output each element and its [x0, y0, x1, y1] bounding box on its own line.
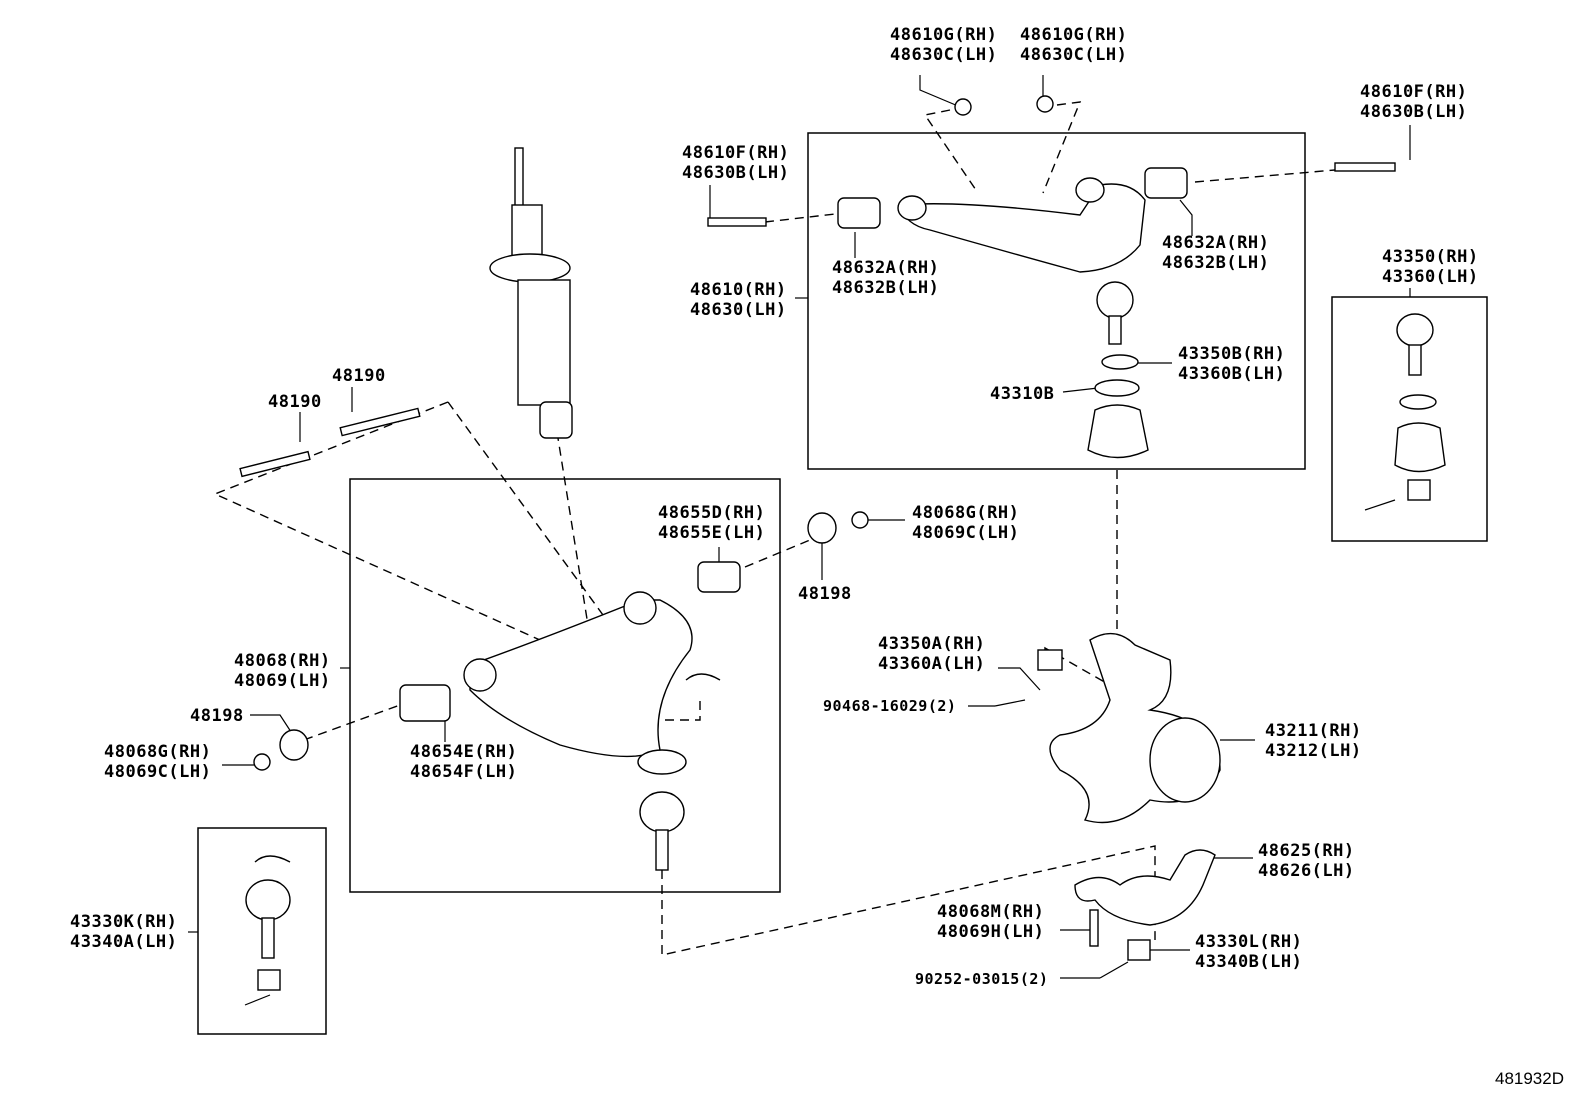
part-number-lh: 43340B(LH)	[1195, 952, 1303, 972]
part-number-lh: 48655E(LH)	[658, 523, 766, 543]
label-lower-arm-assy: 48068(RH)48069(LH)	[234, 651, 331, 691]
part-number-rh: 43211(RH)	[1265, 721, 1362, 741]
nut1-guide-line	[923, 109, 979, 194]
part-number-rh: 48625(RH)	[1258, 841, 1355, 861]
label-upper-arm-bolt-left: 48610F(RH)48630B(LH)	[682, 143, 789, 183]
steering-knuckle-icon	[1049, 632, 1221, 824]
label-cam-bolt-2: 48190	[332, 366, 386, 386]
label-knuckle-arm: 48625(RH)48626(LH)	[1258, 841, 1355, 881]
label-cam-plate-right: 48198	[798, 584, 852, 604]
part-number-lh: 48632B(LH)	[832, 278, 940, 298]
label-lower-ball-joint-assy: 43330K(RH)43340A(LH)	[70, 912, 177, 952]
part-number-rh: 43330L(RH)	[1195, 932, 1303, 952]
part-number-lh: 43360B(LH)	[1178, 364, 1286, 384]
leader	[919, 75, 959, 107]
part-number-lh: 48630C(LH)	[890, 45, 998, 65]
part-number-lh: 48069(LH)	[234, 671, 331, 691]
label-cotter-pin-lower: 90252-03015(2)	[915, 970, 1049, 988]
label-cam-plate-left: 48198	[190, 706, 244, 726]
part-number-rh: 48068M(RH)	[937, 902, 1045, 922]
label-knuckle-arm-bolt: 48068M(RH)48069H(LH)	[937, 902, 1044, 942]
nut-icon	[253, 95, 1054, 771]
label-upper-ball-joint-assy: 43350(RH)43360(LH)	[1382, 247, 1479, 287]
label-cam-bolt-1: 48190	[268, 392, 322, 412]
shock-absorber-icon	[489, 147, 573, 439]
part-number-rh: 48655D(RH)	[658, 503, 766, 523]
part-number-rh: 48632A(RH)	[832, 258, 940, 278]
label-cotter-pin-upper: 90468-16029(2)	[823, 697, 957, 715]
front-bushing-guide-line	[744, 539, 811, 568]
part-number-rh: 43350B(RH)	[1178, 344, 1286, 364]
label-upper-arm-assy: 48610(RH)48630(LH)	[690, 280, 787, 320]
part-number-lh: 43360A(LH)	[878, 654, 986, 674]
leader	[1062, 387, 1099, 393]
label-lower-bushing-front: 48655D(RH)48655E(LH)	[658, 503, 765, 543]
part-number-lh: 48069C(LH)	[912, 523, 1020, 543]
cam-bolt-guide-line-2	[447, 401, 604, 616]
lower-arm-icon	[463, 591, 693, 775]
part-number-rh: 43350A(RH)	[878, 634, 986, 654]
label-lower-arm-nut-right: 48068G(RH)48069C(LH)	[912, 503, 1019, 543]
upper-arm-group-box	[807, 132, 1306, 470]
part-number-rh: 48610G(RH)	[1020, 25, 1128, 45]
part-number-lh: 48630C(LH)	[1020, 45, 1128, 65]
part-number-lh: 48630B(LH)	[682, 163, 790, 183]
ball-joint-icon	[245, 281, 1446, 991]
part-number-lh: 48654F(LH)	[410, 762, 518, 782]
part-number-lh: 48630B(LH)	[1360, 102, 1468, 122]
bolt-left-guide-line	[764, 213, 836, 223]
part-number-rh: 48632A(RH)	[1162, 233, 1270, 253]
lower-ball-guide-line	[661, 845, 1156, 956]
leader	[1179, 199, 1193, 236]
part-number-lh: 48069C(LH)	[104, 762, 212, 782]
part-number-lh: 48626(LH)	[1258, 861, 1355, 881]
label-upper-bushing-right: 48632A(RH)48632B(LH)	[1162, 233, 1269, 273]
label-steering-knuckle: 43211(RH)43212(LH)	[1265, 721, 1362, 761]
part-number-lh: 48069H(LH)	[937, 922, 1045, 942]
part-number-rh: 43350(RH)	[1382, 247, 1479, 267]
part-number-rh: 48654E(RH)	[410, 742, 518, 762]
bolt-icon	[239, 162, 1396, 947]
part-number-rh: 48068G(RH)	[104, 742, 212, 762]
label-upper-ball-nut: 43350A(RH)43360A(LH)	[878, 634, 985, 674]
snapring-guide-line	[665, 695, 701, 721]
bushing-icon	[399, 167, 1188, 722]
part-number-lh: 43340A(LH)	[70, 932, 178, 952]
part-number-rh: 48610(RH)	[690, 280, 787, 300]
cotter-pin-icon	[244, 499, 1396, 1006]
part-number-rh: 48068G(RH)	[912, 503, 1020, 523]
snap-ring-icon	[254, 673, 721, 863]
figure-id: 481932D	[1494, 1069, 1564, 1088]
label-upper-ball-joint-set: 43350B(RH)43360B(LH)	[1178, 344, 1285, 384]
part-number-rh: 48610F(RH)	[682, 143, 790, 163]
label-upper-arm-bolt-right: 48610F(RH)48630B(LH)	[1360, 82, 1467, 122]
knuckle-arm-icon	[1074, 849, 1216, 926]
rear-bushing-guide-line	[289, 704, 401, 746]
label-ball-joint-boot: 43310B	[990, 384, 1055, 404]
bolt-right-guide-line	[1194, 169, 1336, 183]
part-number-rh: 43330K(RH)	[70, 912, 178, 932]
lower-ball-joint-box	[197, 827, 327, 1035]
part-number-rh: 48068(RH)	[234, 651, 331, 671]
label-lower-arm-nut-left: 48068G(RH)48069C(LH)	[104, 742, 211, 782]
part-number-lh: 48630(LH)	[690, 300, 787, 320]
part-number-rh: 48610F(RH)	[1360, 82, 1468, 102]
leader	[998, 667, 1041, 691]
label-lower-bushing-rear: 48654E(RH)48654F(LH)	[410, 742, 517, 782]
nut2-guide-line	[1042, 101, 1082, 194]
part-number-rh: 48610G(RH)	[890, 25, 998, 45]
part-number-lh: 43360(LH)	[1382, 267, 1479, 287]
cam-bolt-guide-line	[213, 401, 541, 641]
label-upper-bushing-left: 48632A(RH)48632B(LH)	[832, 258, 939, 298]
part-number-lh: 48632B(LH)	[1162, 253, 1270, 273]
upper-arm-icon	[897, 177, 1146, 273]
part-number-lh: 43212(LH)	[1265, 741, 1362, 761]
label-lower-ball-nut: 43330L(RH)43340B(LH)	[1195, 932, 1302, 972]
label-upper-arm-nut-2: 48610G(RH)48630C(LH)	[1020, 25, 1127, 65]
cam-plate-icon	[279, 512, 837, 761]
label-upper-arm-nut-1: 48610G(RH)48630C(LH)	[890, 25, 997, 65]
